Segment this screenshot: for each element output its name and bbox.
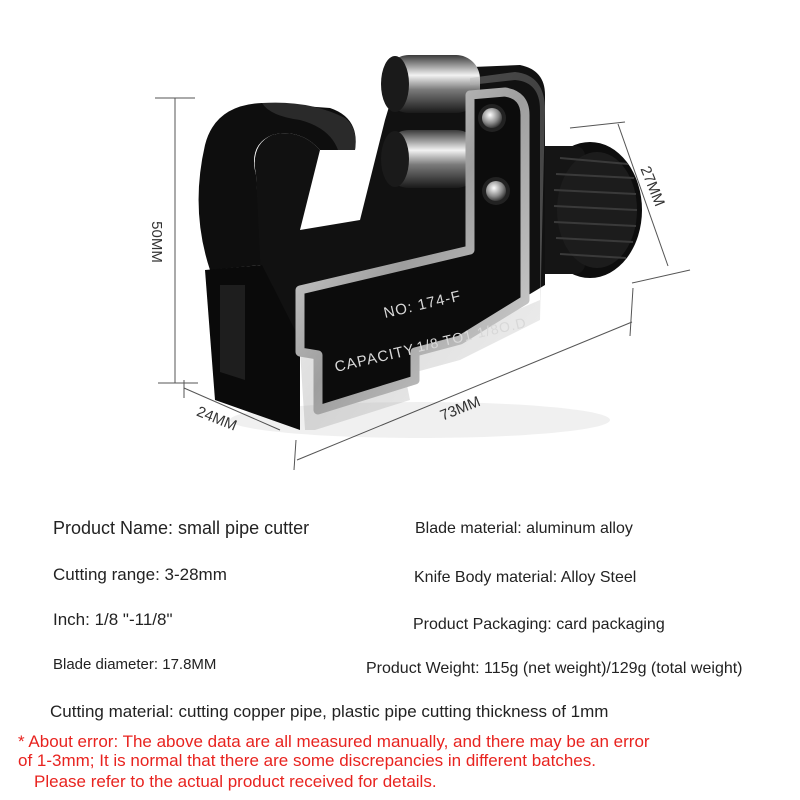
- error-notice-line-2: of 1-3mm; It is normal that there are so…: [18, 751, 596, 770]
- inch-spec: Inch: 1/8 "-11/8": [53, 610, 173, 629]
- label-plate: [295, 87, 530, 415]
- adjustment-knob-icon: [535, 142, 642, 278]
- cutting-material-spec: Cutting material: cutting copper pipe, p…: [50, 702, 609, 721]
- height-dimension-label: 50MM: [148, 221, 165, 263]
- error-notice-line-3: Please refer to the actual product recei…: [34, 772, 437, 791]
- pipe-cutter-body: NO: 174-F CAPACITY 1/8 TO1 1/8O.D: [198, 55, 642, 438]
- error-notice-line-1: * About error: The above data are all me…: [18, 732, 650, 751]
- roller-icon: [381, 55, 480, 188]
- packaging-spec: Product Packaging: card packaging: [413, 616, 665, 633]
- screw-icon: [478, 104, 510, 205]
- knife-body-material-spec: Knife Body material: Alloy Steel: [414, 569, 637, 586]
- product-name-spec: Product Name: small pipe cutter: [53, 518, 310, 538]
- dimension-lines: [155, 97, 691, 471]
- cutting-range-spec: Cutting range: 3-28mm: [53, 565, 227, 584]
- blade-diameter-spec: Blade diameter: 17.8MM: [53, 656, 217, 673]
- weight-spec: Product Weight: 115g (net weight)/129g (…: [366, 660, 743, 677]
- pipe-cutter-illustration: 50MM 27MM 24MM 73MM: [148, 55, 691, 471]
- blade-material-spec: Blade material: aluminum alloy: [415, 520, 633, 537]
